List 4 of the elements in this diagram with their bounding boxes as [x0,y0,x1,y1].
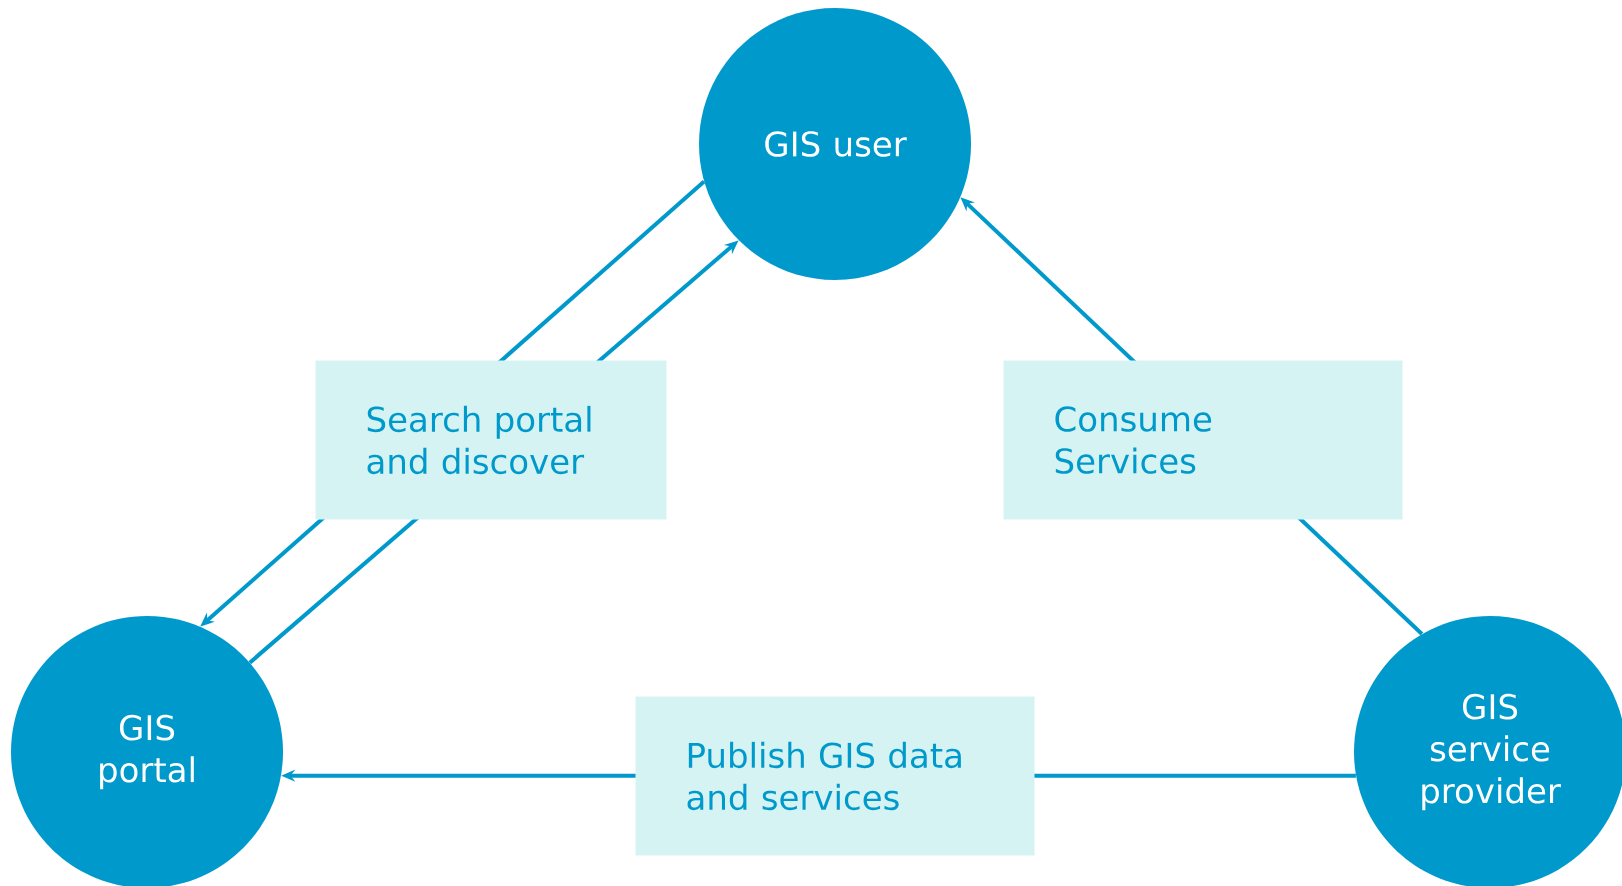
edge-label: Consume Services [1003,360,1403,520]
edge-label: Search portal and discover [315,360,667,520]
edge-label: Publish GIS data and services [635,696,1035,856]
circle-node: GIS user [699,8,971,280]
